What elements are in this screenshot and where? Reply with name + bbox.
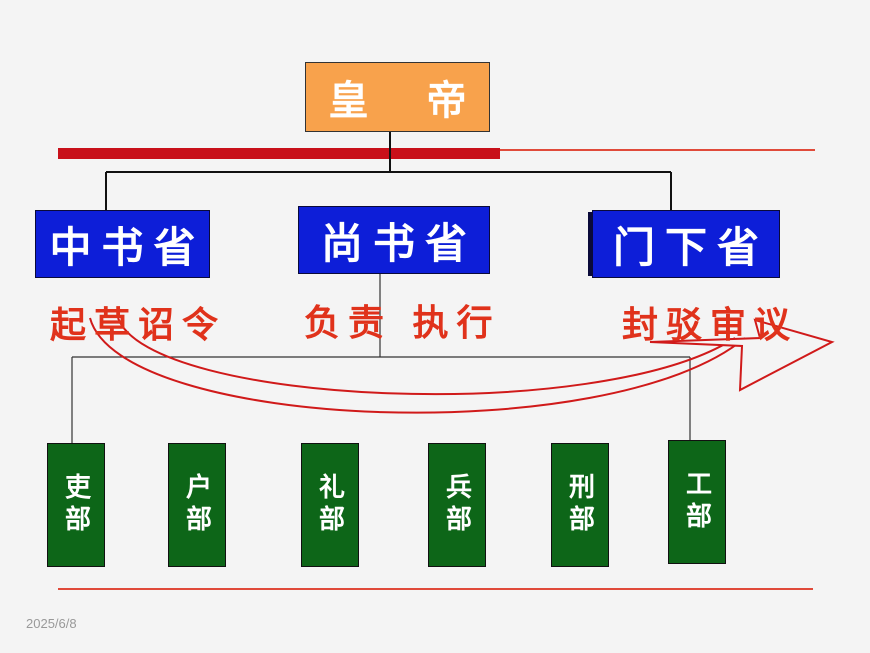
dept-li-rites: 礼部	[301, 443, 359, 567]
zhongshu-role: 起草诏令	[50, 305, 227, 346]
menxia-role: 封驳审议	[622, 305, 799, 346]
shangshu-box: 尚书省	[298, 206, 490, 274]
hierarchy-connectors	[105, 132, 672, 210]
department-connectors	[71, 274, 691, 443]
flow-arrow	[89, 317, 835, 414]
menxia-box: 门下省	[592, 210, 780, 278]
dept-hu-revenue: 户部	[168, 443, 226, 567]
slide-date: 2025/6/8	[26, 616, 77, 631]
emperor-box: 皇 帝	[305, 62, 490, 132]
dept-gong-works: 工部	[668, 440, 726, 564]
dept-bing-war: 兵部	[428, 443, 486, 567]
dept-xing-justice: 刑部	[551, 443, 609, 567]
red-bar-thick	[58, 148, 500, 159]
shangshu-role: 负责 执行	[304, 303, 501, 344]
zhongshu-box: 中书省	[35, 210, 210, 278]
dept-li-personnel: 吏部	[47, 443, 105, 567]
